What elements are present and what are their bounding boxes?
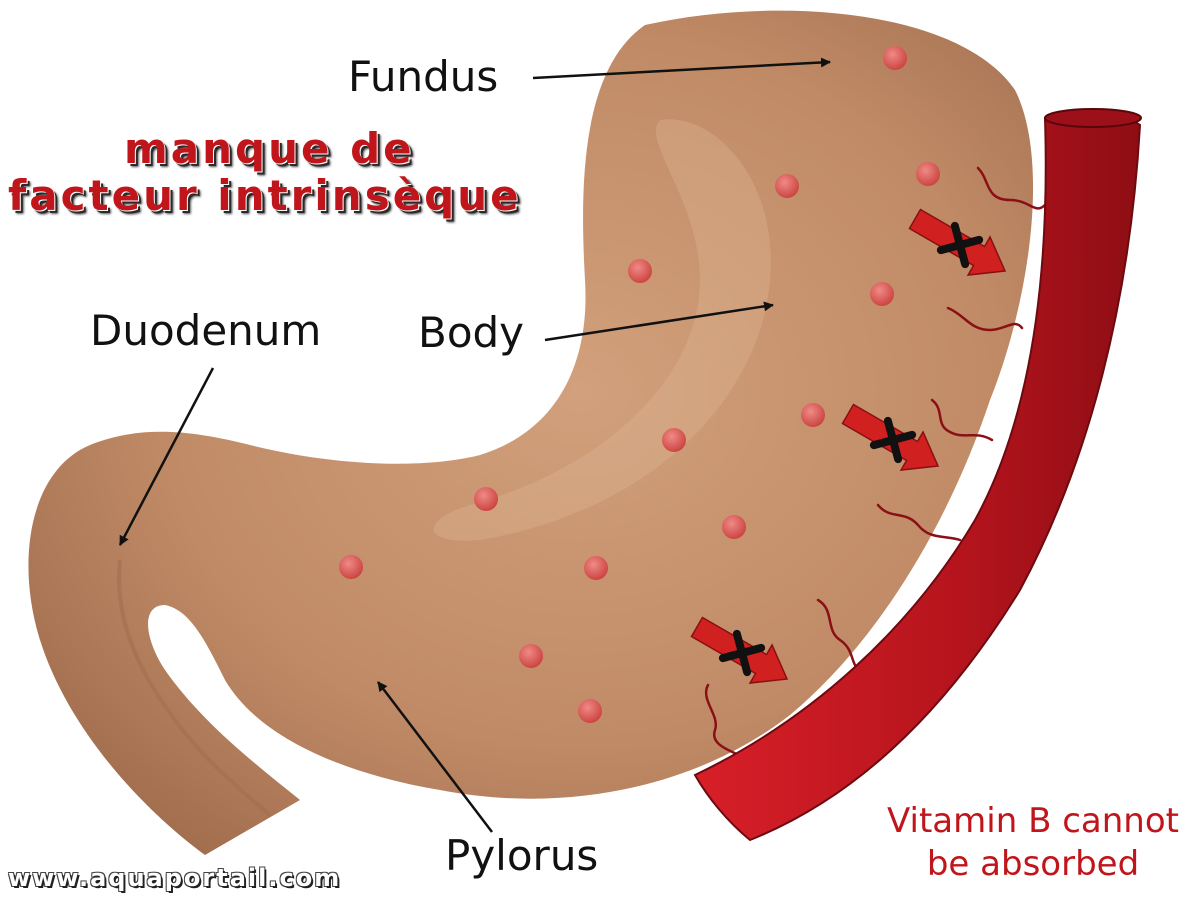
cell-dot bbox=[578, 699, 602, 723]
blood-vessel-top-opening bbox=[1044, 108, 1142, 128]
pylorus-pointer bbox=[377, 681, 493, 833]
blocked-arrow-icon bbox=[841, 403, 940, 471]
absorption-note-line-2: be absorbed bbox=[926, 843, 1140, 884]
cell-dot bbox=[628, 259, 652, 283]
blocked-arrow-icon bbox=[908, 208, 1007, 276]
pylorus-label: Pylorus bbox=[445, 831, 599, 880]
cell-dot bbox=[883, 46, 907, 70]
cell-dot bbox=[870, 282, 894, 306]
pylorus-fold bbox=[117, 559, 272, 817]
cell-dot bbox=[916, 162, 940, 186]
nerve-fibers bbox=[704, 166, 1047, 757]
stomach-highlight bbox=[433, 119, 771, 541]
leader-arrows bbox=[118, 57, 831, 833]
absorption-note: Vitamin B cannot be absorbed bbox=[868, 800, 1198, 885]
fundus-label: Fundus bbox=[348, 52, 499, 101]
cell-dot bbox=[722, 515, 746, 539]
cell-dot bbox=[775, 174, 799, 198]
fundus-pointer bbox=[532, 57, 831, 80]
cell-dot bbox=[339, 555, 363, 579]
cell-dot bbox=[662, 428, 686, 452]
title-line-2: facteur intrinsèque bbox=[8, 171, 522, 220]
absorption-note-line-1: Vitamin B cannot bbox=[887, 801, 1179, 841]
watermark-url: www.aquaportail.com bbox=[8, 864, 342, 892]
body-label: Body bbox=[418, 308, 525, 357]
duodenum-label: Duodenum bbox=[90, 306, 322, 355]
cell-dots bbox=[339, 46, 940, 723]
duodenum-pointer bbox=[118, 367, 215, 546]
blood-vessel bbox=[693, 110, 1142, 842]
title-line-1: manque de bbox=[124, 124, 415, 173]
blocked-arrow-icon bbox=[690, 616, 789, 684]
body-pointer bbox=[544, 301, 774, 342]
cell-dot bbox=[801, 403, 825, 427]
cell-dot bbox=[584, 556, 608, 580]
cell-dot bbox=[519, 644, 543, 668]
cell-dot bbox=[474, 487, 498, 511]
stomach-shape bbox=[28, 10, 1034, 855]
